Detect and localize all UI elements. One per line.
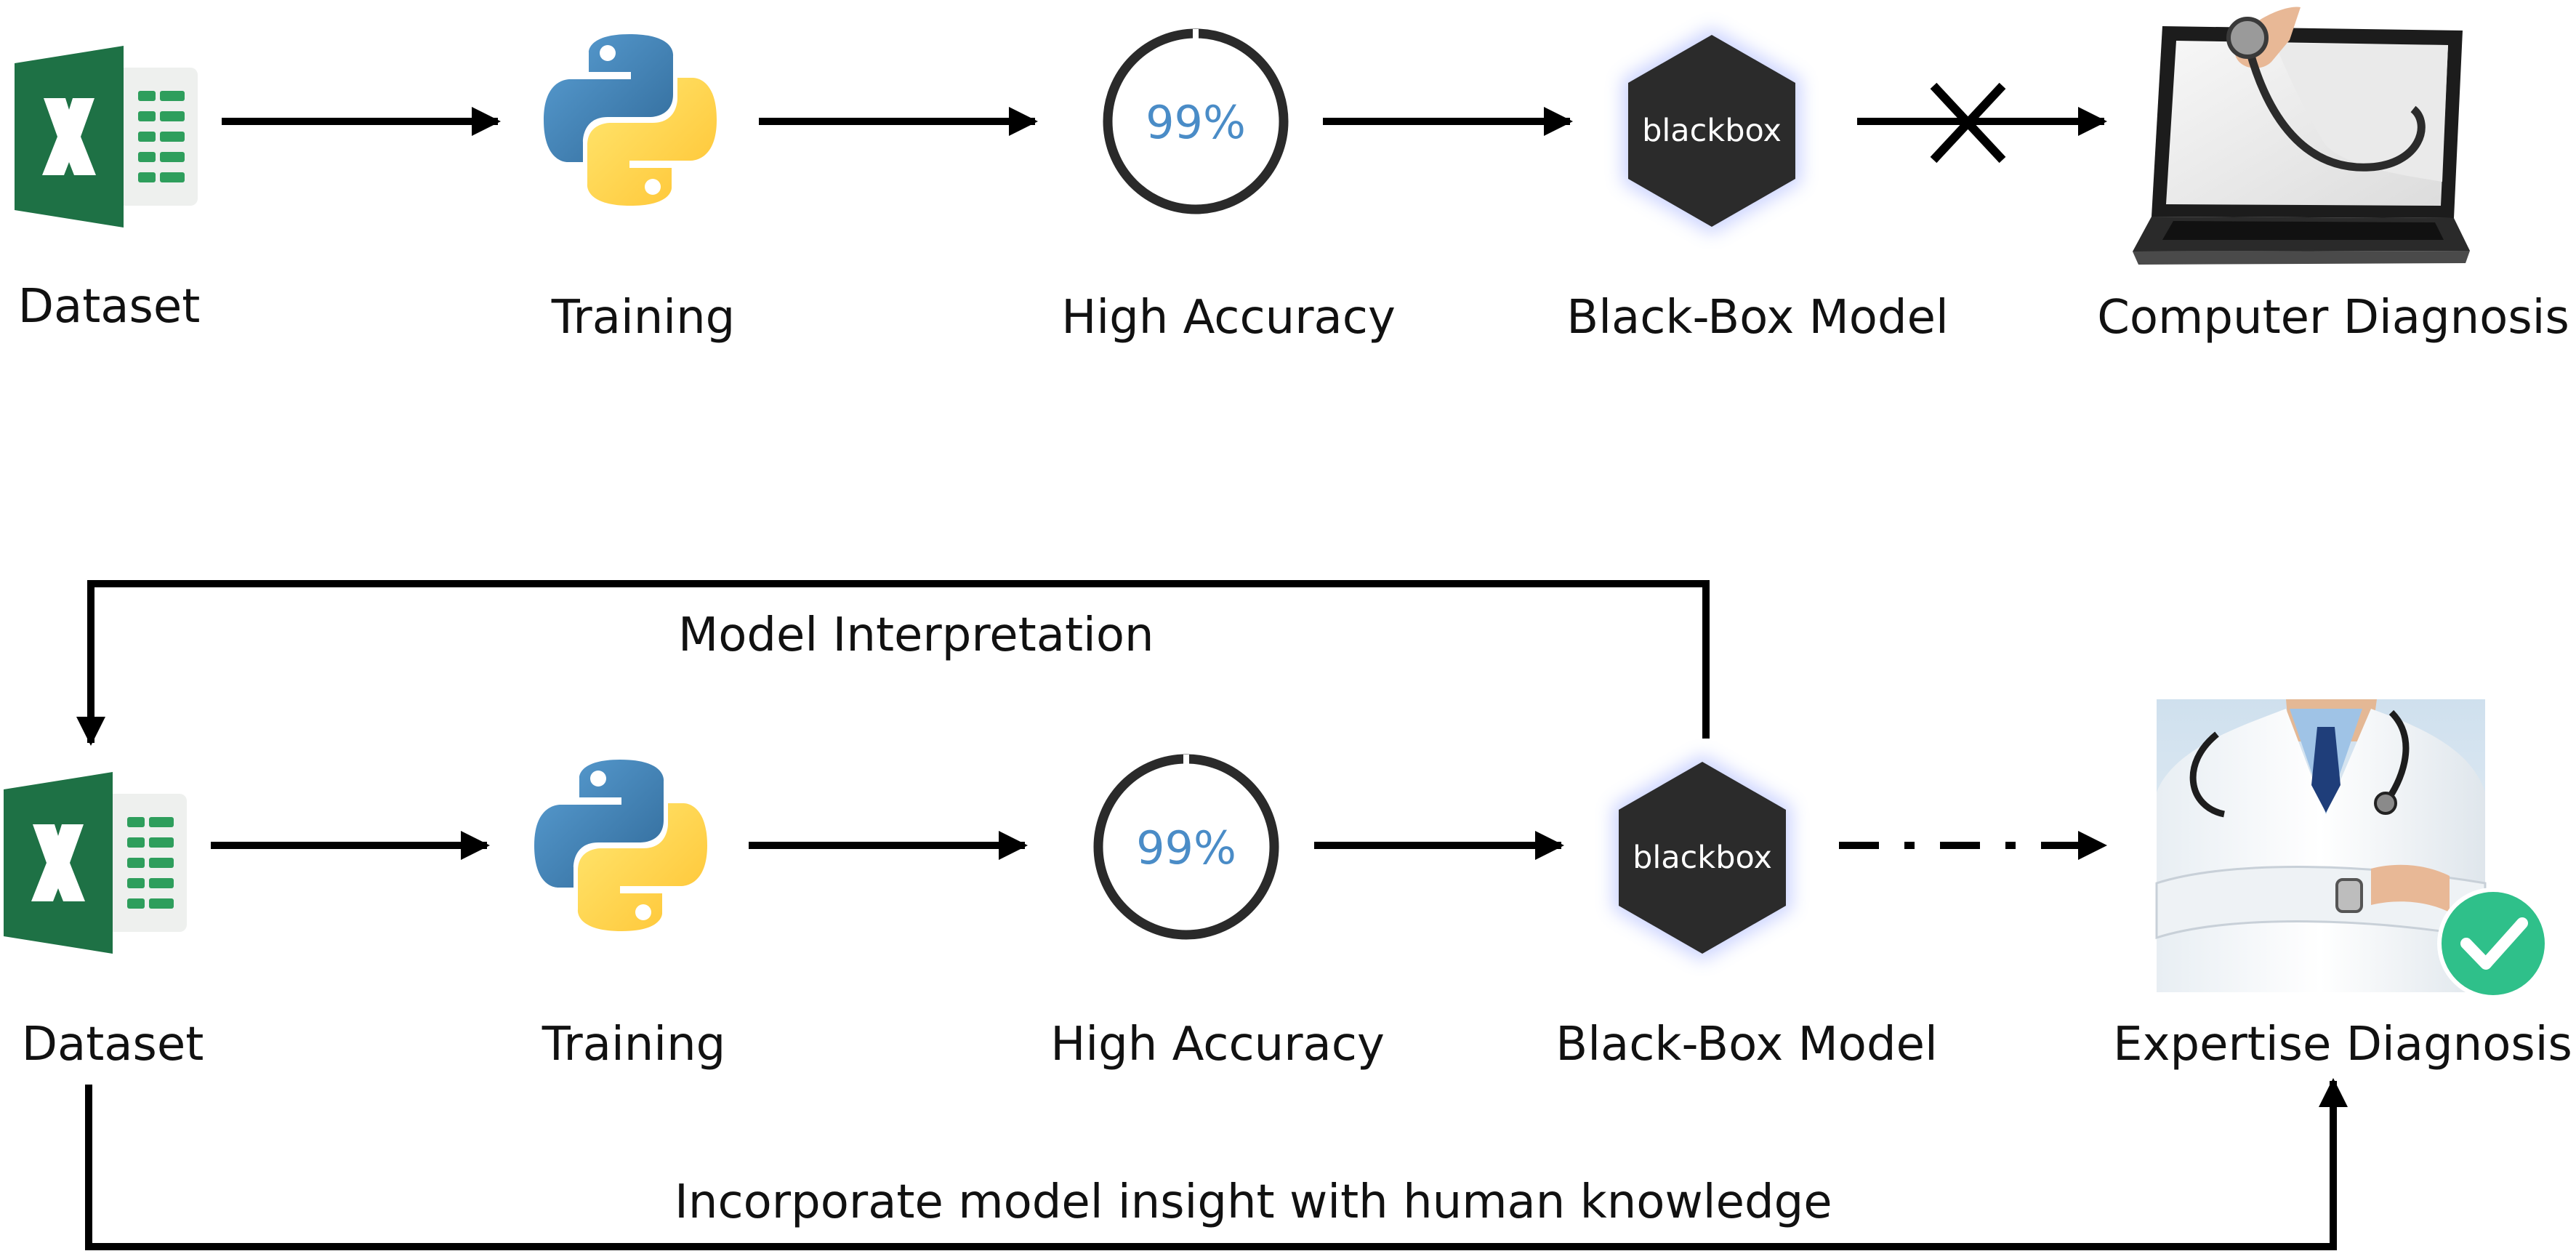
bottom-accuracy-ring-icon: 99% [1093, 754, 1279, 940]
doctor-photo-icon [2155, 699, 2487, 992]
bottom-blackbox-text: blackbox [1633, 840, 1772, 876]
top-dataset-label: Dataset [17, 280, 201, 334]
insight-path [85, 1078, 2348, 1250]
insight-label: Incorporate model insight with human kno… [675, 1175, 1832, 1229]
check-badge-icon [2437, 888, 2549, 999]
bottom-python-icon [534, 760, 707, 931]
top-model-label: Black-Box Model [1566, 291, 1949, 345]
top-blackbox-text: blackbox [1642, 113, 1782, 149]
top-accuracy-label: High Accuracy [1061, 291, 1396, 345]
bottom-diagnosis-label: Expertise Diagnosis [2113, 1018, 2572, 1071]
bottom-blackbox-icon: blackbox [1613, 755, 1792, 961]
cross-mark-icon [1930, 82, 2006, 164]
top-diagnosis-label: Computer Diagnosis [2097, 291, 2569, 345]
top-dataset-icon [15, 46, 198, 228]
bottom-model-label: Black-Box Model [1555, 1018, 1938, 1071]
top-blackbox-icon: blackbox [1622, 28, 1801, 234]
top-accuracy-value: 99% [1146, 96, 1246, 149]
bottom-accuracy-value: 99% [1136, 821, 1236, 874]
top-accuracy-ring-icon: 99% [1103, 28, 1289, 214]
bottom-dataset-icon [4, 772, 187, 954]
model-interpretation-loop [76, 580, 1710, 746]
bottom-dataset-label: Dataset [21, 1018, 204, 1071]
bottom-training-label: Training [542, 1018, 726, 1071]
top-training-label: Training [551, 291, 736, 345]
top-python-icon [544, 34, 717, 206]
bottom-accuracy-label: High Accuracy [1050, 1018, 1385, 1071]
laptop-stethoscope-icon [2133, 7, 2470, 265]
model-interpretation-label: Model Interpretation [678, 608, 1154, 662]
